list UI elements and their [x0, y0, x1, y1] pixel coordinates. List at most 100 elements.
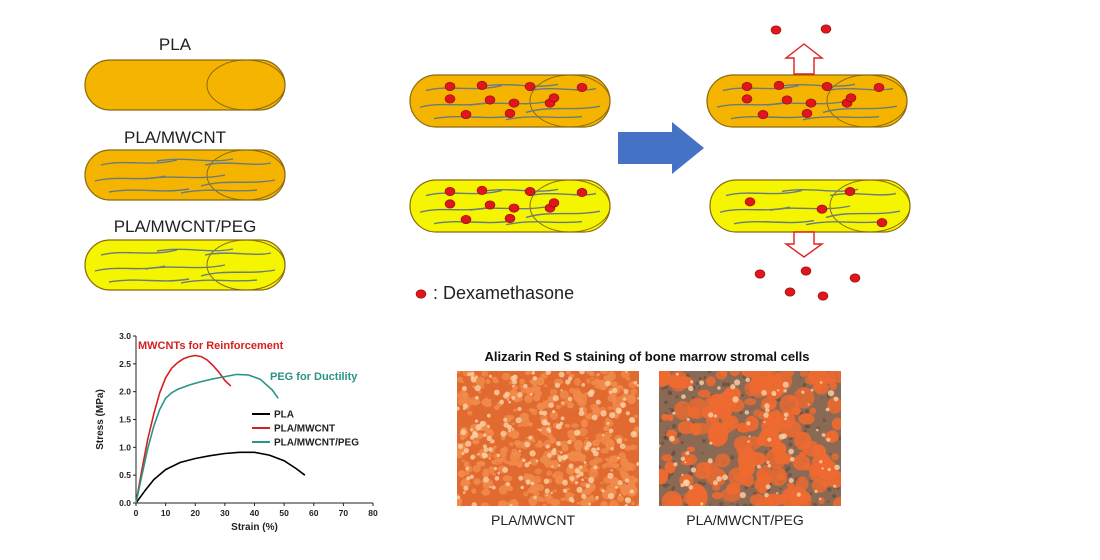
mineral-nodule — [544, 431, 553, 437]
highlight — [528, 435, 533, 440]
highlight — [636, 462, 639, 467]
dexamethasone-particle — [845, 93, 857, 103]
highlight — [474, 419, 479, 423]
highlight — [493, 389, 500, 396]
mineral-nodule — [580, 419, 589, 428]
highlight — [604, 380, 611, 387]
mineral-nodule — [588, 467, 599, 479]
nanotube-7 — [730, 114, 812, 120]
nanotube-1 — [425, 189, 503, 197]
highlight — [688, 485, 694, 490]
cell-speck — [764, 450, 768, 454]
highlight — [457, 495, 461, 500]
mineral-nodule — [832, 496, 841, 506]
x-tick-label: 70 — [339, 508, 349, 518]
mineral-nodule — [576, 502, 581, 505]
mineral-nodule — [604, 457, 610, 461]
mineral-nodule — [609, 490, 613, 494]
highlight — [622, 397, 627, 401]
mineral-nodule — [623, 438, 628, 442]
mineral-nodule — [457, 451, 463, 459]
highlight — [461, 451, 465, 456]
mineral-nodule — [712, 422, 722, 430]
mineral-nodule — [476, 460, 486, 467]
highlight — [581, 478, 585, 482]
mineral-nodule — [633, 477, 639, 483]
mineral-nodule — [584, 476, 588, 479]
mineral-nodule — [706, 468, 727, 487]
cell-speck — [827, 487, 832, 492]
dexamethasone-particle — [484, 200, 496, 210]
cylinder-body — [84, 59, 286, 111]
dexamethasone-particle — [444, 199, 456, 209]
highlight — [680, 456, 686, 462]
highlight — [764, 492, 769, 498]
cell-speck — [666, 427, 668, 430]
highlight — [819, 381, 823, 384]
highlight — [717, 386, 721, 390]
highlight — [591, 414, 598, 421]
mineral-nodule — [564, 423, 571, 428]
x-tick-label: 80 — [368, 508, 378, 518]
cell-speck — [829, 453, 832, 456]
dexamethasone-particle — [576, 82, 588, 92]
mineral-nodule — [676, 376, 694, 389]
mineral-nodule — [749, 493, 767, 506]
mineral-nodule — [501, 372, 511, 381]
dexamethasone-particle — [524, 186, 536, 196]
highlight — [688, 385, 694, 392]
highlight — [567, 439, 572, 445]
nanotube-6 — [825, 210, 901, 219]
mineral-nodule — [492, 458, 503, 466]
mineral-nodule — [604, 462, 614, 468]
mineral-nodule — [636, 503, 639, 506]
highlight — [620, 402, 626, 409]
highlight — [535, 459, 539, 463]
mineral-nodule — [464, 469, 470, 476]
highlight — [511, 396, 516, 400]
mineral-nodule — [758, 489, 766, 494]
highlight — [505, 482, 510, 487]
dexamethasone-particle — [741, 94, 753, 104]
mineral-nodule — [661, 454, 673, 462]
highlight — [633, 380, 638, 385]
cell-speck — [703, 376, 707, 379]
up-arrow-icon — [783, 43, 825, 75]
highlight — [748, 435, 751, 438]
mineral-nodule — [610, 381, 618, 388]
cell-speck — [826, 500, 830, 504]
dexamethasone-particle — [524, 81, 536, 91]
legend-label: PLA — [274, 410, 294, 421]
highlight — [732, 396, 739, 403]
mineral-nodule — [473, 478, 481, 485]
mineral-nodule — [712, 484, 721, 491]
highlight — [483, 444, 487, 449]
staining-image-pla-mwcnt — [457, 371, 639, 506]
cell-speck — [695, 381, 700, 386]
mineral-nodule — [507, 414, 515, 421]
cell-speck — [702, 438, 707, 444]
mineral-nodule — [772, 409, 781, 417]
highlight — [623, 388, 629, 394]
released-dexamethasone-particle — [849, 273, 861, 283]
legend-label: PLA/MWCNT — [274, 424, 335, 435]
cell-speck — [664, 400, 668, 405]
dexamethasone-particle — [801, 108, 813, 118]
highlight — [560, 389, 563, 392]
mineral-nodule — [531, 439, 536, 443]
mineral-nodule — [570, 450, 575, 455]
cell-speck — [659, 419, 662, 422]
highlight — [579, 371, 585, 375]
series-line-3 — [135, 373, 279, 504]
cell-speck — [821, 396, 824, 399]
mineral-nodule — [536, 402, 546, 411]
y-tick-label: 0.0 — [119, 498, 131, 508]
highlight — [708, 412, 714, 418]
highlight — [462, 407, 466, 411]
y-tick-label: 1.5 — [119, 415, 131, 425]
mineral-nodule — [779, 394, 800, 415]
highlight — [816, 428, 819, 432]
nanotube-fibers — [419, 188, 601, 226]
highlight — [496, 453, 500, 458]
dexamethasone-particle — [460, 110, 472, 120]
